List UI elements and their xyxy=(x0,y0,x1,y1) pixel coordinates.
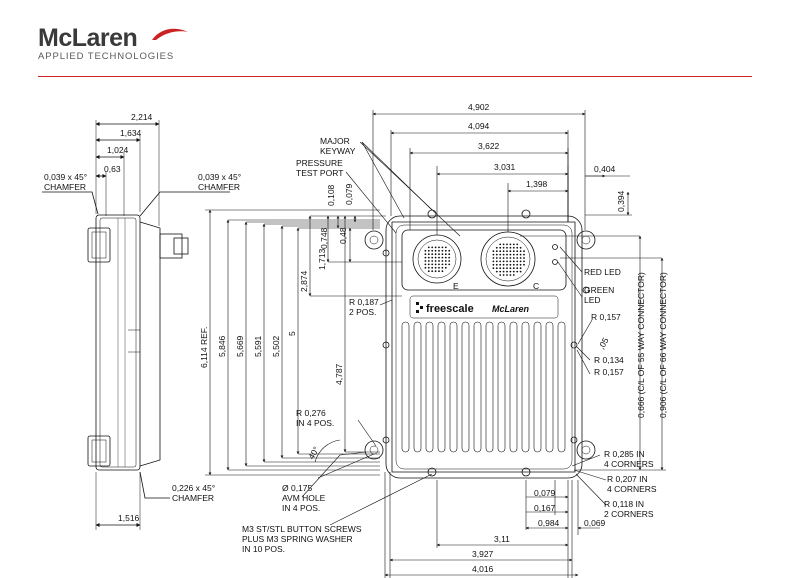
nameplate-mclaren: McLaren xyxy=(492,304,530,314)
dim-2874: 2,874 xyxy=(299,270,309,292)
dim-0108: 0,108 xyxy=(326,184,336,206)
dim-6114: 6,114 REF. xyxy=(199,327,209,368)
label-green-2: LED xyxy=(584,295,601,305)
connector-55-pins xyxy=(424,246,451,273)
front-view-labels: 4,902 4,094 3,622 3,031 1,398 0,404 0,39… xyxy=(199,102,668,574)
label-pressure-1: PRESSURE xyxy=(296,158,343,168)
mclaren-logo: McLaren xyxy=(38,24,138,52)
label-r0157-top: R 0,157 xyxy=(591,312,621,322)
label-r0285-2: 4 CORNERS xyxy=(604,459,654,469)
connector-66-pins xyxy=(492,243,525,276)
dim-1024: 1,024 xyxy=(107,145,129,155)
label-d005: ,05 xyxy=(596,336,611,351)
chamfer-b-1: 0,226 x 45° xyxy=(172,483,215,493)
label-hole-1: Ø 0,175 xyxy=(282,483,313,493)
label-r0276-1: R 0,276 xyxy=(296,408,326,418)
dim-2214: 2,214 xyxy=(131,112,153,122)
dim-0079: 0,079 xyxy=(344,183,354,205)
label-pressure-2: TEST PORT xyxy=(296,168,343,178)
chamfer-tl-2: CHAMFER xyxy=(44,182,86,192)
dim-b-0079: 0,079 xyxy=(534,488,556,498)
label-major-2: KEYWAY xyxy=(320,146,356,156)
dim-5591: 5,591 xyxy=(253,335,263,357)
label-screws-2: PLUS M3 SPRING WASHER xyxy=(242,534,353,544)
freescale-mark-icon xyxy=(416,302,423,313)
label-conn55: 0,666 (C/L OF 55 WAY CONNECTOR) xyxy=(636,272,646,418)
label-r0276-2: IN 4 POS. xyxy=(296,418,334,428)
label-r0118-2: 2 CORNERS xyxy=(604,509,654,519)
label-conn-e: E xyxy=(453,281,459,291)
dim-1516: 1,516 xyxy=(118,513,140,523)
label-green-1: GREEN xyxy=(584,285,614,295)
label-conn66: 0,906 (C/L OF 66 WAY CONNECTOR) xyxy=(658,272,668,418)
label-hole-3: IN 4 POS. xyxy=(282,503,320,513)
front-view-dimensions xyxy=(205,110,666,578)
label-r0134: R 0,134 xyxy=(594,355,624,365)
label-screws-1: M3 ST/STL BUTTON SCREWS xyxy=(242,524,362,534)
dim-048: 0,48 xyxy=(338,227,348,244)
header-subtitle: APPLIED TECHNOLOGIES xyxy=(38,51,175,62)
label-angle: 40° xyxy=(306,445,321,461)
label-screws-3: IN 10 POS. xyxy=(242,544,285,554)
dim-b-0984: 0,984 xyxy=(538,518,560,528)
chamfer-tr-1: 0,039 x 45° xyxy=(198,172,241,182)
dim-b-0167: 0,167 xyxy=(534,503,556,513)
dim-5502: 5,502 xyxy=(271,335,281,357)
header-rule xyxy=(38,76,752,77)
dim-b-0069: 0,069 xyxy=(584,518,606,528)
dim-3622: 3,622 xyxy=(478,141,500,151)
dim-1398: 1,398 xyxy=(526,179,548,189)
side-view xyxy=(42,120,230,530)
label-hole-2: AVM HOLE xyxy=(282,493,326,503)
label-red-led: RED LED xyxy=(584,267,621,277)
dim-b-4016: 4,016 xyxy=(472,564,494,574)
label-major-1: MAJOR xyxy=(320,136,350,146)
label-conn-c: C xyxy=(533,281,539,291)
dim-0748: 0,748 xyxy=(319,227,329,249)
dim-4787: 4,787 xyxy=(334,363,344,385)
label-r0207-2: 4 CORNERS xyxy=(607,484,657,494)
dim-5846: 5,846 xyxy=(217,335,227,357)
nameplate-freescale: freescale xyxy=(426,303,474,315)
dim-1634: 1,634 xyxy=(120,128,142,138)
label-r0157-bot: R 0,157 xyxy=(594,367,624,377)
logo-swoosh-icon xyxy=(152,28,188,40)
side-view-labels: 2,214 1,634 1,024 0,63 1,516 0,039 x 45°… xyxy=(44,112,241,523)
dim-b-311: 3,11 xyxy=(494,534,510,544)
label-r0118-1: R 0,118 IN xyxy=(604,499,644,509)
label-r0187-1: R 0,187 xyxy=(349,297,379,307)
dim-063: 0,63 xyxy=(104,164,121,174)
label-r0207-1: R 0,207 IN xyxy=(607,474,648,484)
label-r0285-1: R 0,285 IN xyxy=(604,449,645,459)
dim-b-3927: 3,927 xyxy=(472,549,494,559)
dim-4094: 4,094 xyxy=(468,121,490,131)
dim-3031: 3,031 xyxy=(494,162,516,172)
header: McLaren APPLIED TECHNOLOGIES xyxy=(0,0,786,80)
dim-5669: 5,669 xyxy=(235,335,245,357)
front-view xyxy=(364,209,596,479)
label-r0187-2: 2 POS. xyxy=(349,307,376,317)
chamfer-tl-1: 0,039 x 45° xyxy=(44,172,87,182)
dim-1713: 1,713 xyxy=(317,248,327,270)
dim-4902: 4,902 xyxy=(468,102,490,112)
chamfer-b-2: CHAMFER xyxy=(172,493,214,503)
dim-5: 5 xyxy=(287,331,297,336)
dim-0404: 0,404 xyxy=(594,164,616,174)
dim-0394: 0,394 xyxy=(616,190,626,212)
chamfer-tr-2: CHAMFER xyxy=(198,182,240,192)
